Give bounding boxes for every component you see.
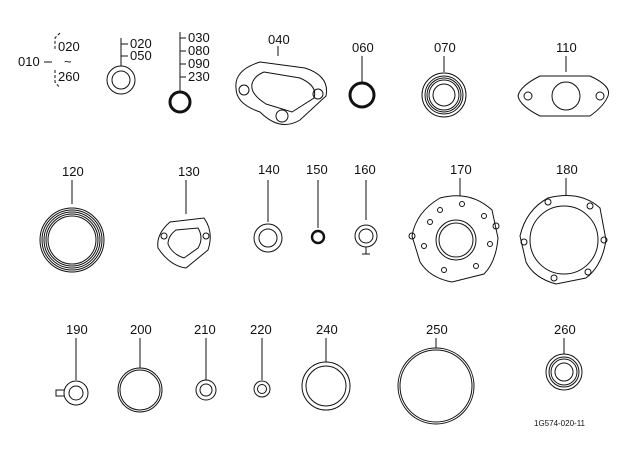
part-120-seal xyxy=(39,180,105,273)
label-070: 070 xyxy=(434,40,456,55)
label-090: 090 xyxy=(188,56,210,71)
label-180: 180 xyxy=(556,162,578,177)
label-040: 040 xyxy=(268,32,290,47)
label-110: 110 xyxy=(556,40,577,55)
label-260: 260 xyxy=(554,322,576,337)
part-070-seal xyxy=(421,56,467,118)
part-030-oring xyxy=(168,32,192,114)
part-010-bracket xyxy=(44,32,61,89)
part-250-ring xyxy=(397,338,475,425)
label-250: 250 xyxy=(426,322,448,337)
label-010-range-end: 260 xyxy=(58,69,80,84)
label-220: 220 xyxy=(250,322,272,337)
part-190-clip xyxy=(55,338,89,406)
part-110-gasket xyxy=(517,56,610,117)
part-060-oring xyxy=(348,56,376,109)
part-150-oring xyxy=(310,180,326,245)
part-240-ring xyxy=(301,338,351,411)
label-010-range-start: 020 xyxy=(58,39,80,54)
label-190: 190 xyxy=(66,322,88,337)
label-140: 140 xyxy=(258,162,280,177)
label-240: 240 xyxy=(316,322,338,337)
part-130-gasket xyxy=(157,180,211,269)
part-140-washer xyxy=(253,180,283,253)
label-210: 210 xyxy=(194,322,216,337)
part-170-gasket xyxy=(408,178,500,283)
label-230: 230 xyxy=(188,69,210,84)
label-060: 060 xyxy=(352,40,374,55)
part-210-washer xyxy=(195,338,217,401)
part-200-ring xyxy=(117,338,163,413)
part-020-washer xyxy=(106,38,136,95)
part-260-seal xyxy=(545,338,583,391)
label-010: 010 xyxy=(18,54,40,69)
label-150: 150 xyxy=(306,162,328,177)
label-030: 030 xyxy=(188,30,210,45)
label-130: 130 xyxy=(178,164,200,179)
part-160-clip xyxy=(354,180,378,255)
label-120: 120 xyxy=(62,164,84,179)
label-010-range-tilde: ~ xyxy=(64,54,72,69)
label-080: 080 xyxy=(188,43,210,58)
label-020: 020 xyxy=(130,36,152,51)
part-180-gasket xyxy=(519,178,608,285)
label-050: 050 xyxy=(130,48,152,63)
label-170: 170 xyxy=(450,162,472,177)
part-040-gasket xyxy=(235,46,328,125)
label-200: 200 xyxy=(130,322,152,337)
label-160: 160 xyxy=(354,162,376,177)
figure-code: 1G574-020-11 xyxy=(534,419,586,428)
part-220-washer xyxy=(253,338,271,398)
